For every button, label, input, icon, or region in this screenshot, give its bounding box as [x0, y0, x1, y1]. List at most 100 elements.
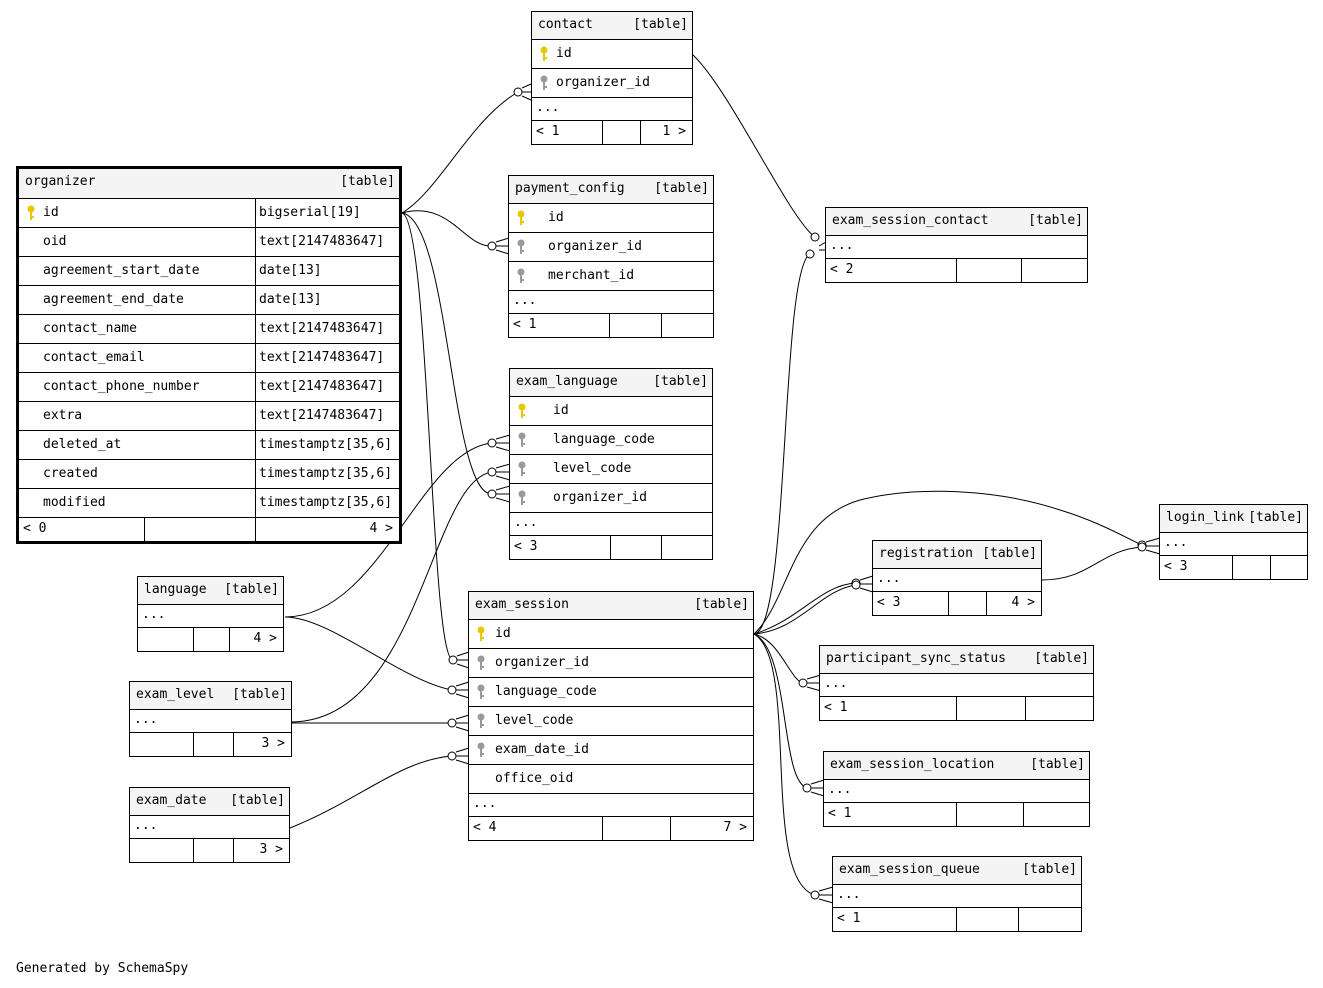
table-organizer[interactable]: organizer [table] id bigserial[19] oid t…	[16, 166, 402, 544]
table-name: login_link	[1166, 510, 1245, 525]
parents-count: < 2	[830, 262, 854, 277]
column-row[interactable]: office_oid	[469, 765, 753, 794]
table-type: [table]	[1028, 213, 1083, 228]
crows-foot	[818, 886, 834, 904]
column-name: language_code	[553, 432, 655, 447]
table-registration[interactable]: registration [table] ... < 3 4 >	[872, 540, 1042, 616]
parents-count: < 1	[837, 911, 861, 926]
column-row[interactable]: level_code	[510, 455, 712, 484]
table-exam-level[interactable]: exam_level [table] ... 3 >	[129, 681, 292, 757]
column-name: extra	[43, 408, 83, 423]
crows-foot	[1145, 537, 1161, 555]
column-row[interactable]: id bigserial[19]	[19, 199, 399, 228]
table-payment-config[interactable]: payment_config [table] id organizer_id m…	[508, 175, 714, 338]
crows-foot	[818, 241, 827, 251]
edge-session-login-link	[753, 490, 1143, 635]
table-footer: < 3	[1160, 556, 1307, 579]
column-row[interactable]: oid text[2147483647]	[19, 228, 399, 257]
table-type: [table]	[1034, 651, 1089, 666]
column-name: agreement_start_date	[43, 263, 200, 278]
table-exam-session-queue[interactable]: exam_session_queue [table] ... < 1	[832, 856, 1082, 932]
table-footer: 3 >	[130, 839, 289, 862]
foreign-key-icon	[518, 461, 526, 476]
parents-count: < 1	[824, 700, 848, 715]
edge-contact-session-contact	[692, 54, 816, 238]
column-row[interactable]: organizer_id	[469, 649, 753, 678]
children-count: 3 >	[261, 736, 285, 751]
children-count: 4 >	[1011, 595, 1035, 610]
children-count: 3 >	[259, 842, 283, 857]
table-language[interactable]: language [table] ... 4 >	[137, 576, 284, 652]
column-row[interactable]: id	[510, 397, 712, 426]
edge-registration-login-link	[1041, 546, 1143, 581]
table-name: organizer	[25, 174, 96, 189]
crows-foot	[806, 674, 822, 692]
column-name: contact_phone_number	[43, 379, 200, 394]
column-type: date[13]	[259, 263, 322, 278]
edge-session-session-contact	[753, 253, 811, 635]
primary-key-icon	[518, 403, 526, 418]
column-name: organizer_id	[495, 655, 589, 670]
edge-end-circle	[447, 718, 457, 728]
column-row[interactable]: level_code	[469, 707, 753, 736]
column-type: text[2147483647]	[259, 321, 385, 336]
table-login-link[interactable]: login_link [table] ... < 3	[1159, 504, 1308, 580]
more-columns: ...	[826, 236, 1087, 259]
table-type: [table]	[1022, 862, 1077, 877]
column-row[interactable]: merchant_id	[509, 262, 713, 291]
column-row[interactable]: created timestamptz[35,6]	[19, 460, 399, 489]
column-name: contact_email	[43, 350, 145, 365]
column-row[interactable]: agreement_end_date date[13]	[19, 286, 399, 315]
table-footer: < 1	[509, 314, 713, 337]
parents-count: < 4	[473, 820, 497, 835]
column-name: oid	[43, 234, 67, 249]
column-row[interactable]: deleted_at timestamptz[35,6]	[19, 431, 399, 460]
column-row[interactable]: id	[469, 620, 753, 649]
column-name: contact_name	[43, 321, 137, 336]
edge-end-circle	[810, 890, 820, 900]
column-row[interactable]: organizer_id	[509, 233, 713, 262]
column-name: level_code	[553, 461, 632, 476]
edge-organizer-exam-language	[401, 212, 493, 495]
crows-foot	[455, 714, 470, 732]
crows-foot	[495, 463, 511, 481]
table-type: [table]	[633, 17, 688, 32]
column-row[interactable]: agreement_start_date date[13]	[19, 257, 399, 286]
column-type: bigserial[19]	[259, 205, 361, 220]
column-type: text[2147483647]	[259, 350, 385, 365]
column-name: organizer_id	[556, 75, 650, 90]
table-exam-session[interactable]: exam_session [table] id organizer_id lan…	[468, 591, 754, 841]
edge-end-circle	[448, 655, 458, 665]
edge-level-exam-language	[291, 471, 493, 723]
table-contact[interactable]: contact [table] id organizer_id ... < 1 …	[531, 11, 693, 145]
table-exam-language[interactable]: exam_language [table] id language_code l…	[509, 368, 713, 560]
column-row[interactable]: id	[532, 40, 692, 69]
column-row[interactable]: organizer_id	[510, 484, 712, 513]
table-type: [table]	[230, 793, 285, 808]
table-name: exam_date	[136, 793, 207, 808]
column-row[interactable]: exam_date_id	[469, 736, 753, 765]
column-row[interactable]: extra text[2147483647]	[19, 402, 399, 431]
column-row[interactable]: organizer_id	[532, 69, 692, 98]
parents-count: < 1	[513, 317, 537, 332]
table-exam-session-location[interactable]: exam_session_location [table] ... < 1	[823, 751, 1090, 827]
table-exam-date[interactable]: exam_date [table] ... 3 >	[129, 787, 290, 863]
table-exam-session-contact[interactable]: exam_session_contact [table] ... < 2	[825, 207, 1088, 283]
column-name: agreement_end_date	[43, 292, 184, 307]
column-row[interactable]: modified timestamptz[35,6]	[19, 489, 399, 518]
column-row[interactable]: id	[509, 204, 713, 233]
table-participant-sync-status[interactable]: participant_sync_status [table] ... < 1	[819, 645, 1094, 721]
column-row[interactable]: contact_phone_number text[2147483647]	[19, 373, 399, 402]
foreign-key-icon	[518, 490, 526, 505]
table-footer: < 1	[820, 697, 1093, 720]
crows-foot	[495, 237, 510, 255]
column-row[interactable]: contact_name text[2147483647]	[19, 315, 399, 344]
column-row[interactable]: contact_email text[2147483647]	[19, 344, 399, 373]
column-row[interactable]: language_code	[510, 426, 712, 455]
table-header: exam_session_contact [table]	[826, 208, 1087, 236]
foreign-key-icon	[540, 75, 548, 90]
column-name: level_code	[495, 713, 574, 728]
foreign-key-icon	[517, 268, 525, 283]
edge-end-circle	[487, 438, 497, 448]
column-row[interactable]: language_code	[469, 678, 753, 707]
